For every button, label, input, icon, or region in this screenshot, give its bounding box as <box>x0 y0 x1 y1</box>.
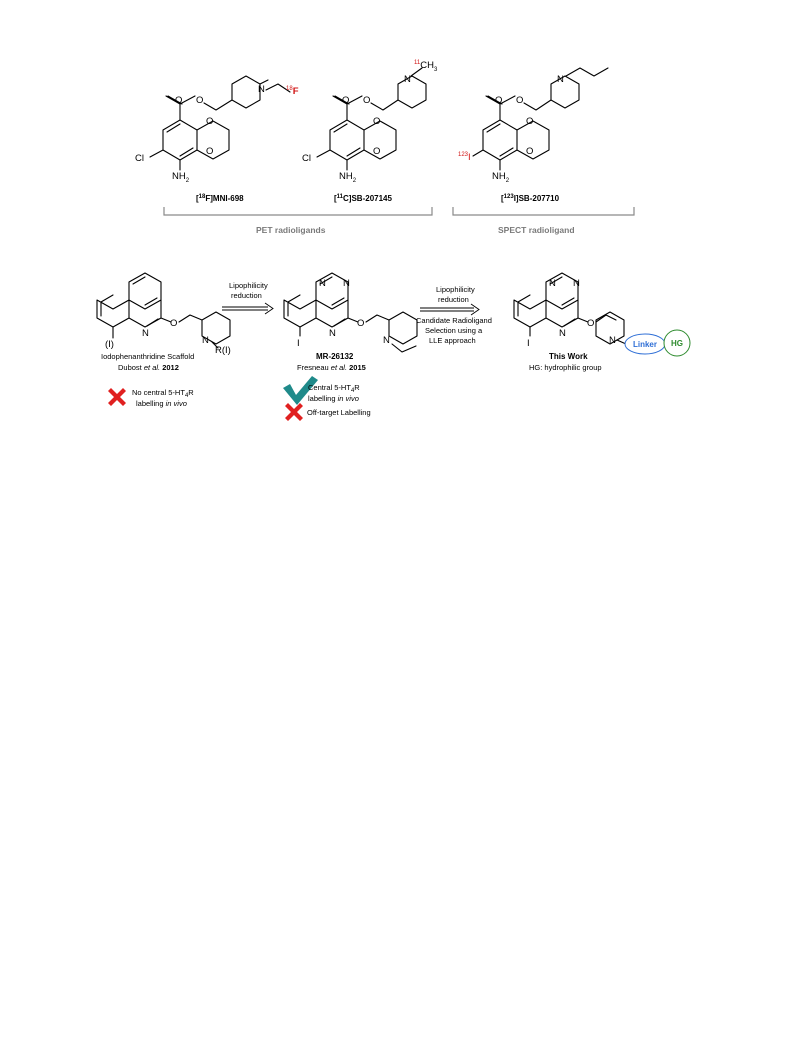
pet-bracket <box>163 207 433 216</box>
atom-o: O <box>206 116 213 127</box>
mr26132-cross-text: Off-target Labelling <box>307 408 371 417</box>
atom-nh2: NH2 <box>172 171 190 184</box>
atom-cl: Cl <box>302 153 311 164</box>
cross-icon <box>285 403 303 421</box>
this-work-subtitle: HG: hydrophilic group <box>529 363 602 372</box>
linker-bubble: Linker <box>624 333 666 355</box>
arrow1-label-line1: Lipophilicity <box>229 281 268 290</box>
mr26132-reference: Fresneau et al. 2015 <box>297 363 366 372</box>
atom-o: O <box>495 95 502 106</box>
compound-sb207145: O O O O N 11CH3 Cl NH2 <box>302 60 438 184</box>
scaffold-caption: Iodophenanthridine Scaffold <box>101 352 194 361</box>
compound-mni698: O O O O N 18F Cl NH2 <box>135 75 299 184</box>
arrow2-label-line3: Candidate Radioligand <box>416 316 492 325</box>
mr26132-check-line1: Central 5-HT4R <box>308 383 360 394</box>
compound-name-mni698: [18F]MNI-698 <box>196 194 244 203</box>
arrow2-label-line5: LLE approach <box>429 336 476 345</box>
atom-n: N <box>609 335 616 346</box>
structure-mr26132: N N N I O N <box>283 272 418 353</box>
atom-nh2: NH2 <box>492 171 510 184</box>
structure-this-work: N N N I O N <box>513 272 627 349</box>
radio-label-c11: 11CH3 <box>414 60 438 73</box>
atom-i: I <box>527 338 530 349</box>
this-work-name: This Work <box>549 352 588 361</box>
compound-sb207710: O O O O N 123I NH2 <box>458 67 609 184</box>
atom-nh2: NH2 <box>339 171 357 184</box>
atom-o: O <box>175 95 182 106</box>
atom-n: N <box>329 328 336 339</box>
cross-icon <box>108 388 126 406</box>
checkmark-icon <box>283 376 318 405</box>
mr26132-name: MR-26132 <box>316 352 354 361</box>
mr26132-check-line2: labelling in vivo <box>308 394 359 403</box>
hg-label: HG <box>671 339 683 348</box>
scaffold-outcome-line1: No central 5-HT4R <box>132 388 194 399</box>
arrow1-label-line2: reduction <box>231 291 262 300</box>
radio-label-f18: 18F <box>286 86 299 97</box>
atom-n: N <box>142 328 149 339</box>
atom-n: N <box>202 335 209 346</box>
spect-group-label: SPECT radioligand <box>498 225 575 235</box>
arrow2-label-line2: reduction <box>438 295 469 304</box>
atom-o: O <box>373 146 380 157</box>
arrow2-label-line1: Lipophilicity <box>436 285 475 294</box>
compound-name-sb207145: [11C]SB-207145 <box>334 194 392 203</box>
scaffold-outcome-line2: labelling in vivo <box>136 399 187 408</box>
atom-n: N <box>319 278 326 289</box>
atom-o: O <box>206 146 213 157</box>
atom-o: O <box>357 318 364 329</box>
linker-label: Linker <box>633 340 657 349</box>
atom-i: I <box>297 338 300 349</box>
reaction-arrow-1 <box>222 302 274 315</box>
radio-label-i123: 123I <box>458 152 471 163</box>
scaffold-reference: Dubost et al. 2012 <box>118 363 179 372</box>
hg-bubble: HG <box>663 329 691 357</box>
atom-o: O <box>587 318 594 329</box>
atom-n: N <box>549 278 556 289</box>
atom-o: O <box>516 95 523 106</box>
atom-o: O <box>170 318 177 329</box>
atom-o: O <box>342 95 349 106</box>
atom-n: N <box>559 328 566 339</box>
atom-n: N <box>383 335 390 346</box>
structure-iodophenanthridine: N (I) O N R(I) <box>96 272 231 356</box>
atom-o: O <box>373 116 380 127</box>
atom-r-optional: R(I) <box>215 345 231 356</box>
reaction-arrow-2 <box>420 303 480 316</box>
atom-n: N <box>404 74 411 85</box>
atom-o: O <box>363 95 370 106</box>
atom-n: N <box>258 84 265 95</box>
compound-name-sb207710: [123I]SB-207710 <box>501 194 560 203</box>
atom-o: O <box>526 146 533 157</box>
atom-o: O <box>196 95 203 106</box>
arrow2-label-line4: Selection using a <box>425 326 483 335</box>
atom-n: N <box>573 278 580 289</box>
atom-n: N <box>343 278 350 289</box>
atom-i-optional: (I) <box>105 339 114 350</box>
atom-n: N <box>557 74 564 85</box>
pet-group-label: PET radioligands <box>256 225 326 235</box>
atom-o: O <box>526 116 533 127</box>
spect-bracket <box>452 207 635 216</box>
atom-cl: Cl <box>135 153 144 164</box>
